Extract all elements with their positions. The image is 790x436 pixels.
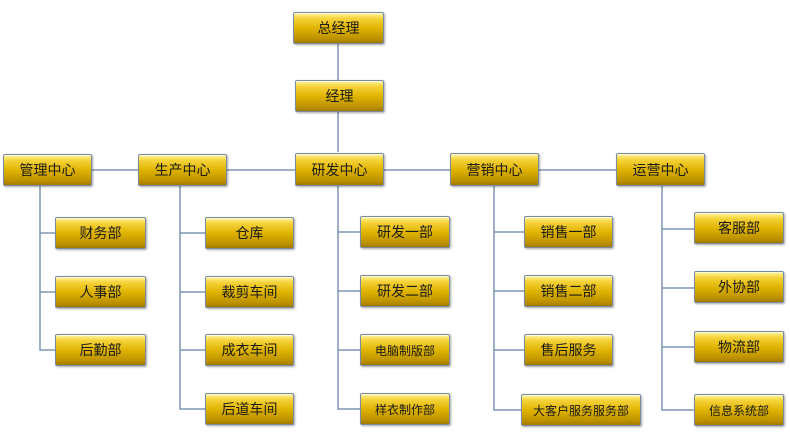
node-rnd-center[interactable]: 研发中心 [295,153,384,186]
node-label: 外协部 [718,280,760,296]
node-label: 仓库 [235,226,264,242]
node-label: 成衣车间 [221,343,278,359]
node-production-center[interactable]: 生产中心 [138,154,227,186]
connector-production-trunk [179,186,205,410]
node-general-manager[interactable]: 总经理 [293,12,384,44]
node-dept-rnd1[interactable]: 研发一部 [360,216,450,248]
node-label: 大客户服务服务部 [532,403,629,418]
node-label: 电脑制版部 [374,343,435,358]
node-label: 营销中心 [466,162,523,179]
node-label: 管理中心 [19,163,76,179]
node-label: 人事部 [79,285,122,301]
node-dept-finishing[interactable]: 后道车间 [205,393,294,425]
node-label: 信息系统部 [708,403,769,418]
node-dept-hr[interactable]: 人事部 [55,276,146,308]
node-dept-customer-service[interactable]: 客服部 [694,212,784,244]
node-label: 物流部 [718,340,760,356]
connector-marketing-trunk [493,186,521,411]
node-label: 财务部 [79,226,122,242]
node-dept-finance[interactable]: 财务部 [55,217,146,249]
node-label: 研发一部 [377,225,433,241]
node-dept-outsourcing[interactable]: 外协部 [694,271,784,303]
node-dept-logistics[interactable]: 物流部 [694,331,784,363]
node-label: 研发中心 [311,162,368,179]
node-dept-aftersales[interactable]: 售后服务 [524,334,613,366]
node-dept-info-systems[interactable]: 信息系统部 [694,394,784,426]
node-manager[interactable]: 经理 [295,80,384,112]
node-dept-pattern[interactable]: 电脑制版部 [360,334,450,366]
node-dept-sales1[interactable]: 销售一部 [524,216,613,248]
connector-rnd-trunk [337,186,360,410]
node-label: 售后服务 [540,343,597,359]
node-label: 后勤部 [79,343,122,359]
node-label: 研发二部 [377,284,433,300]
node-label: 裁剪车间 [221,285,278,301]
connector-management-trunk [39,186,55,351]
node-label: 生产中心 [154,163,211,179]
node-dept-logistics-support[interactable]: 后勤部 [55,334,146,366]
node-dept-rnd2[interactable]: 研发二部 [360,275,450,307]
node-label: 销售一部 [540,225,597,241]
node-label: 后道车间 [221,402,278,418]
node-management-center[interactable]: 管理中心 [3,154,92,186]
node-dept-sample[interactable]: 样衣制作部 [360,393,450,425]
node-label: 运营中心 [632,162,689,179]
node-label: 总经理 [317,21,360,37]
node-label: 经理 [325,89,354,105]
node-dept-warehouse[interactable]: 仓库 [205,217,294,249]
node-dept-garment[interactable]: 成衣车间 [205,334,294,366]
node-label: 销售二部 [540,284,597,300]
connector-operations-trunk [661,186,694,411]
node-dept-cutting[interactable]: 裁剪车间 [205,276,294,308]
node-dept-sales2[interactable]: 销售二部 [524,275,613,307]
node-dept-key-accounts[interactable]: 大客户服务服务部 [521,394,641,426]
node-label: 样衣制作部 [374,402,435,417]
node-label: 客服部 [718,221,760,237]
node-marketing-center[interactable]: 营销中心 [450,153,539,186]
node-operations-center[interactable]: 运营中心 [616,153,705,186]
